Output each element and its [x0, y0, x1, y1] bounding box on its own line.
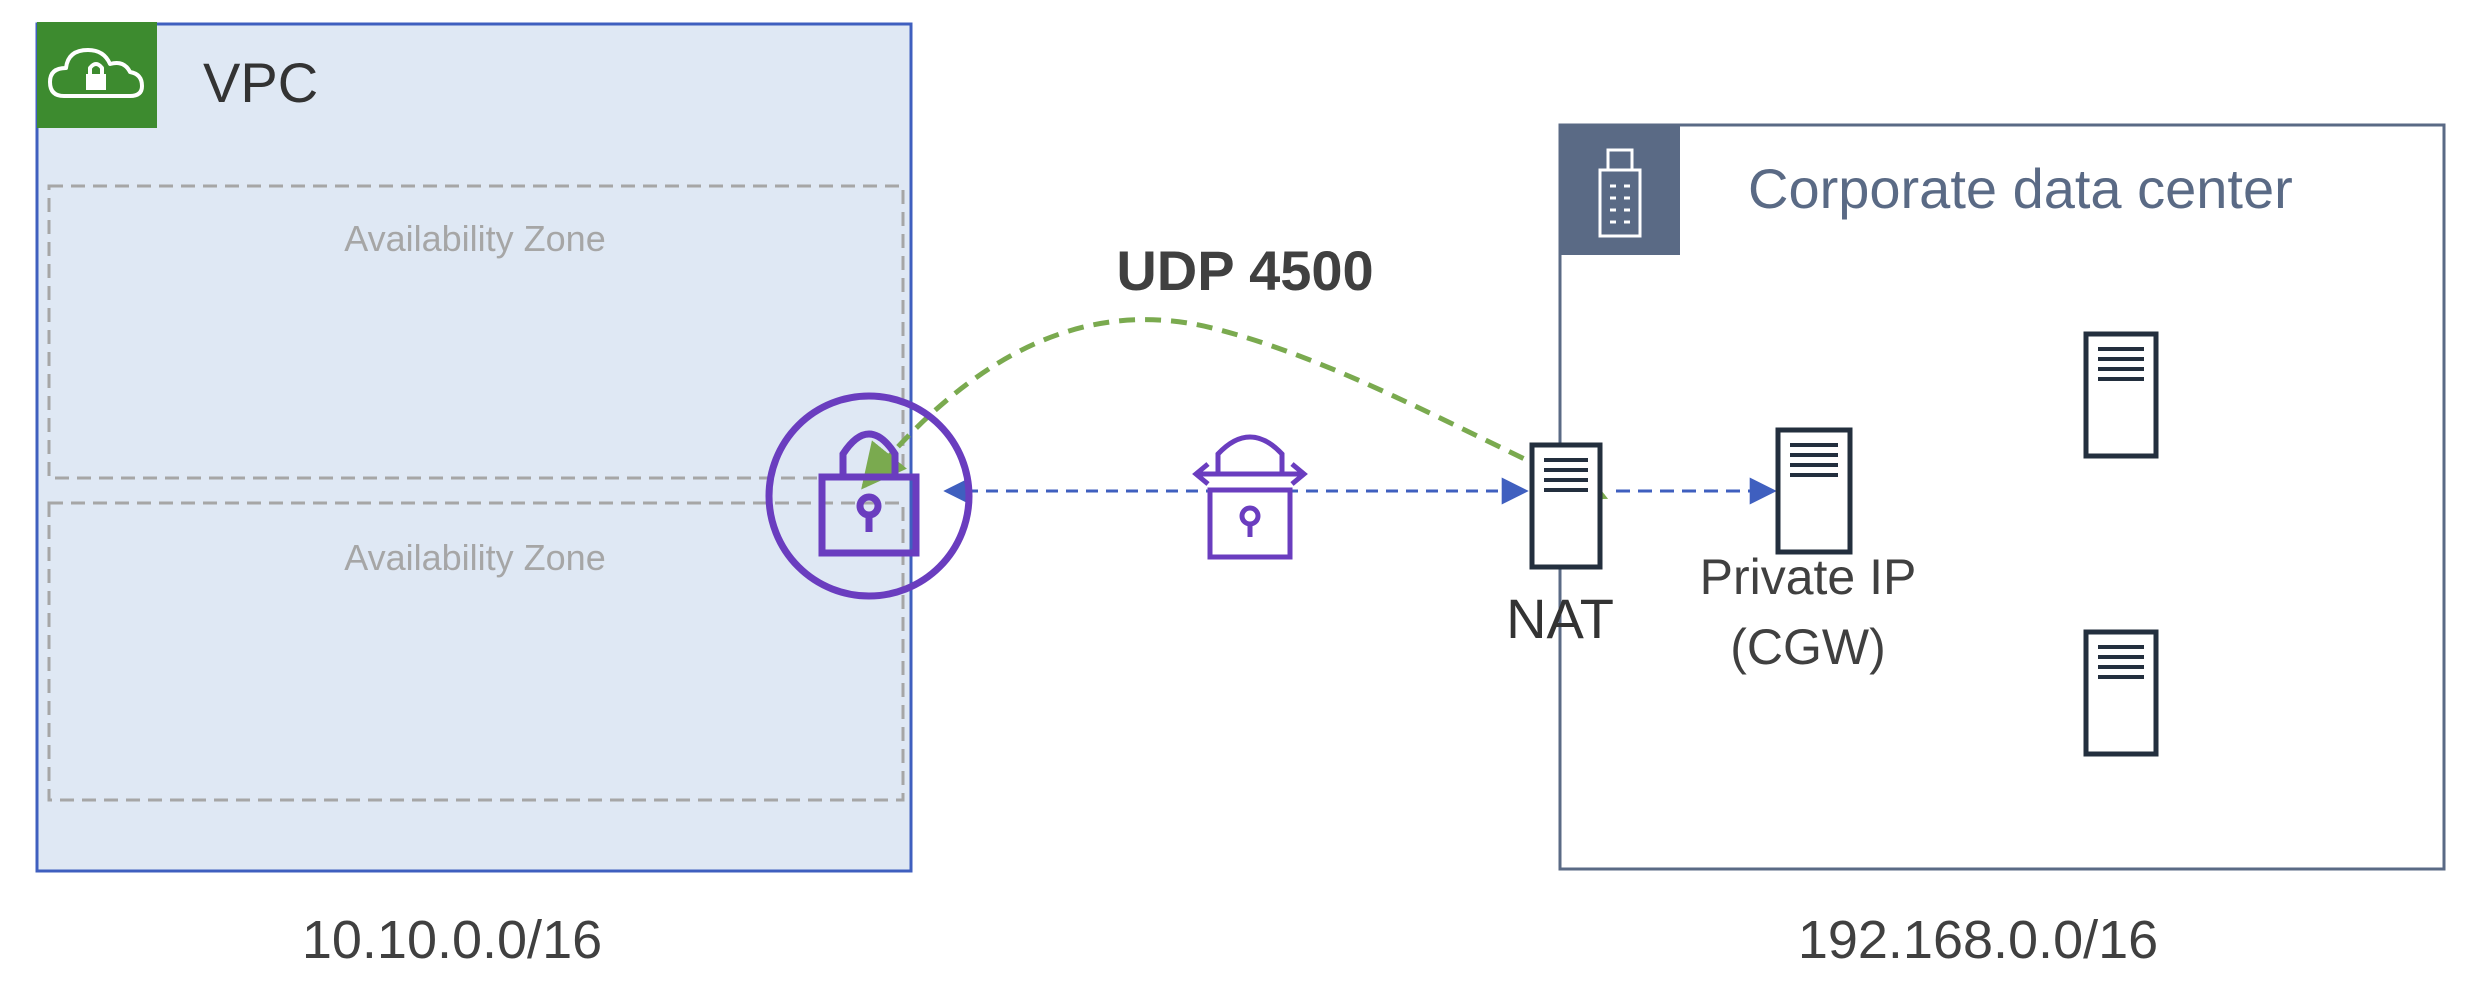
cgw-label-line1: Private IP: [1700, 549, 1917, 605]
cloud-lock-icon: [48, 48, 144, 98]
corporate-dc-container: Corporate data center: [1558, 123, 2446, 871]
server-icon: [1529, 442, 1603, 570]
nat-device: NAT: [1506, 442, 1614, 650]
udp-label: UDP 4500: [1116, 239, 1373, 302]
cgw-label-line2: (CGW): [1730, 619, 1886, 675]
corporate-cidr: 192.168.0.0/16: [1798, 910, 2158, 970]
az-2-label: Availability Zone: [344, 537, 605, 578]
vpc-title: VPC: [203, 51, 318, 114]
server-icon: [1775, 427, 1853, 555]
az-1-label: Availability Zone: [344, 218, 605, 259]
availability-zone-2: Availability Zone: [47, 501, 905, 802]
corporate-dc-badge: [1560, 125, 1680, 255]
padlock-circle-icon: [765, 392, 973, 600]
corporate-dc-title: Corporate data center: [1748, 157, 2293, 220]
vpc-container: VPC: [35, 22, 913, 873]
vpc-badge: [37, 22, 157, 128]
cgw-device: Private IP (CGW): [1700, 427, 1917, 675]
office-building-icon: [1598, 148, 1642, 238]
vpn-connection-lock-icon: [1192, 434, 1308, 560]
server-icon: [2083, 331, 2159, 459]
nat-label: NAT: [1506, 587, 1614, 650]
udp-tunnel: UDP 4500: [861, 239, 1609, 501]
vpc-cidr: 10.10.0.0/16: [302, 910, 602, 970]
server-icon: [2083, 629, 2159, 757]
availability-zone-1: Availability Zone: [47, 184, 905, 480]
